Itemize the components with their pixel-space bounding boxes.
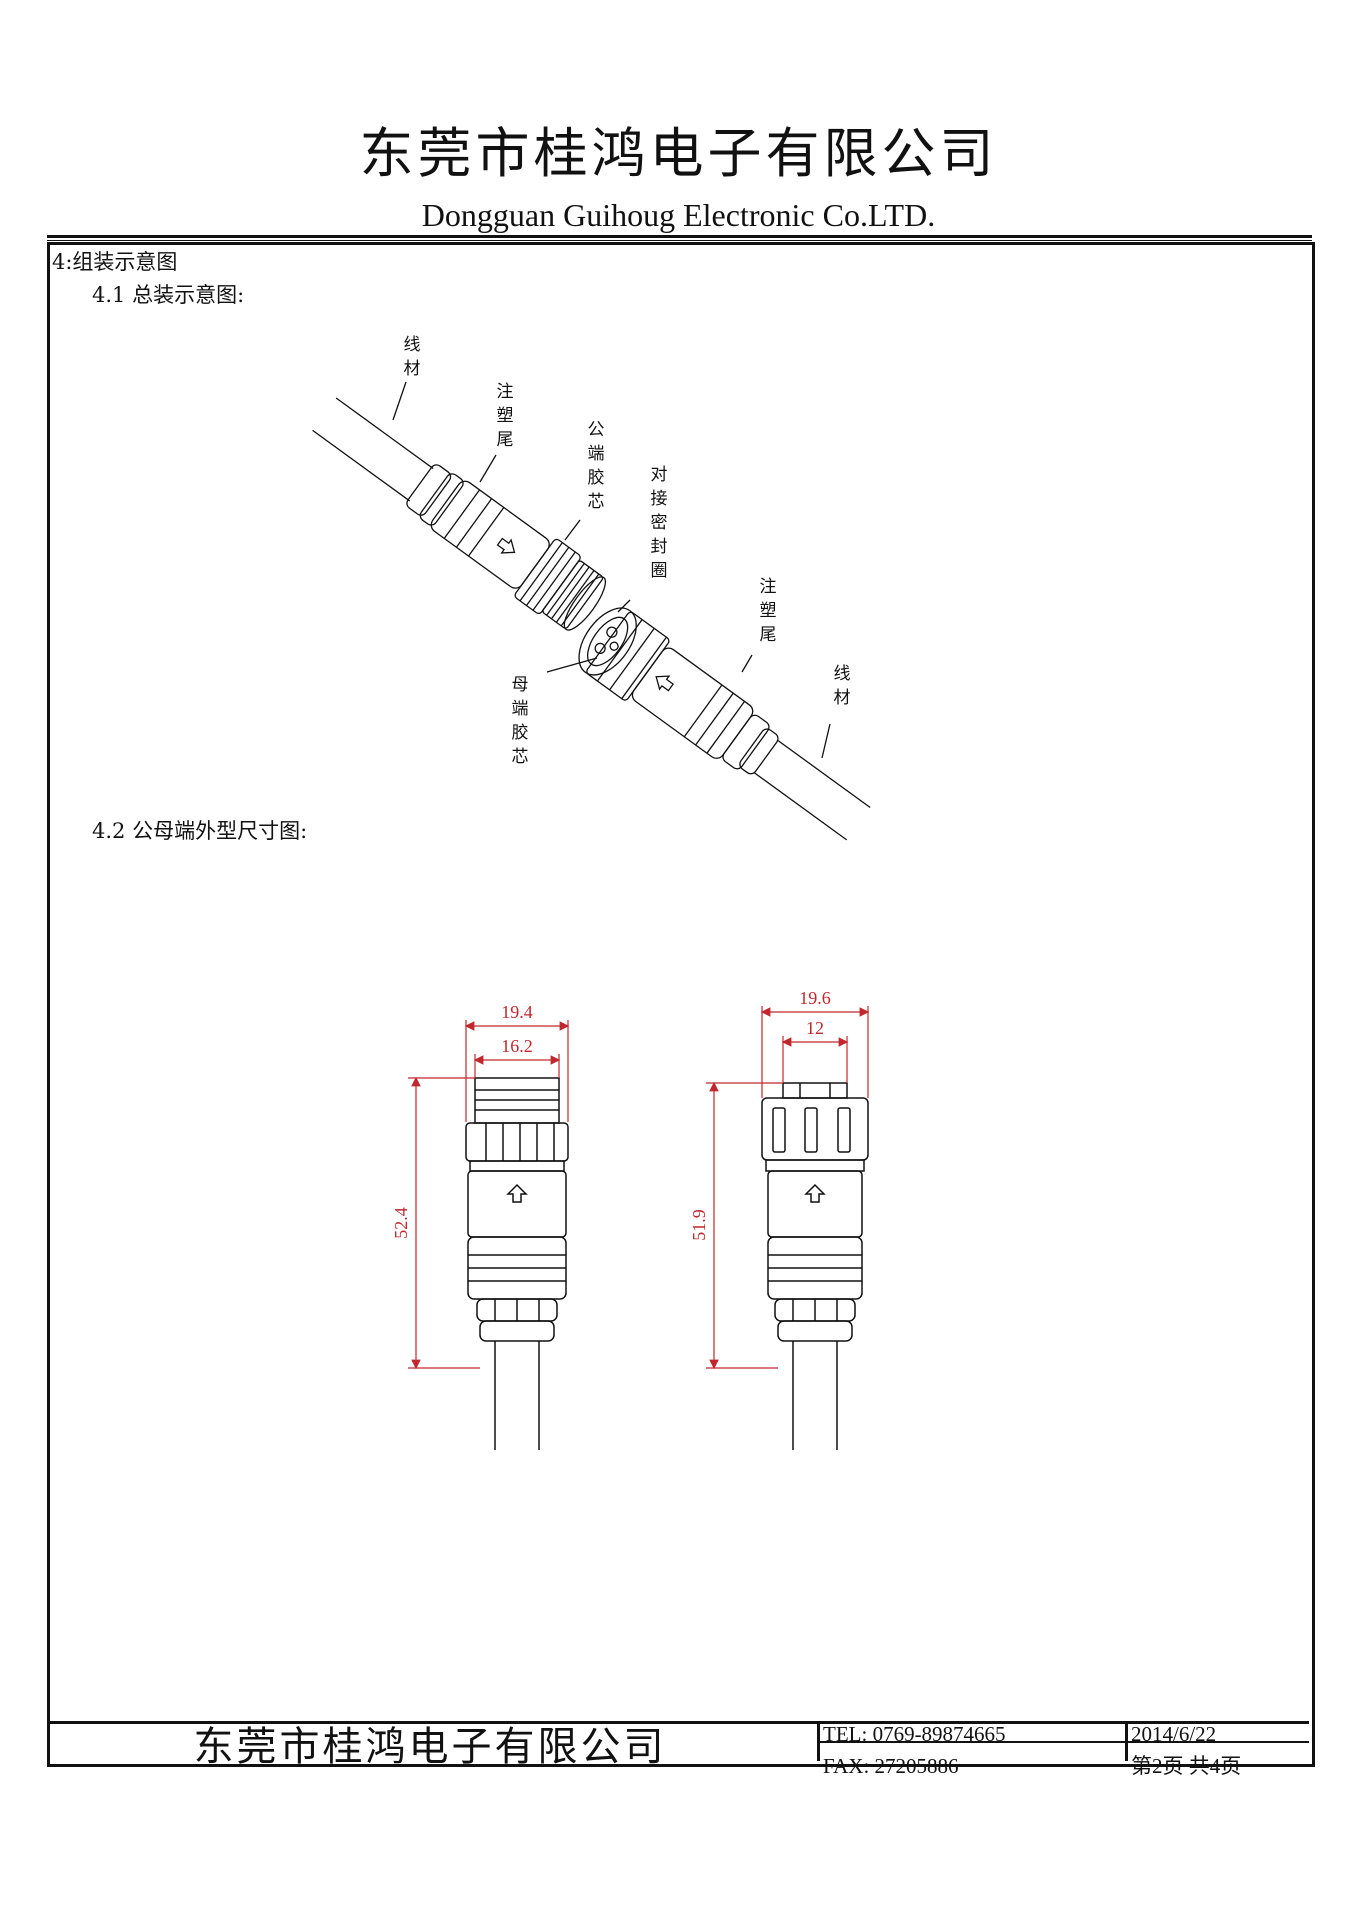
label-female-core: 母端胶芯: [511, 675, 529, 767]
dimension-lines: [408, 1006, 870, 1370]
dim-male-length: 52.4: [391, 1207, 411, 1239]
leader-wire-right: [821, 723, 831, 759]
footer-divider-1: [817, 1721, 820, 1761]
leader-overmold-left: [479, 454, 497, 483]
dim-female-inner-width: 12: [806, 1018, 824, 1038]
female-connector-isometric: [578, 607, 871, 841]
footer-page-number: 第2页 共4页: [1131, 1754, 1242, 1778]
leader-male-core: [564, 519, 581, 541]
header-rule-thick: [47, 235, 1312, 238]
footer-tel: TEL: 0769-89874665: [823, 1722, 1006, 1746]
female-connector-front-view: [761, 1082, 869, 1450]
dim-male-outer-width: 19.4: [501, 1002, 533, 1022]
leader-wire-left: [392, 381, 407, 421]
leader-overmold-right: [741, 654, 753, 673]
footer-company-name: 东莞市桂鸿电子有限公司: [193, 1724, 667, 1770]
footer-date: 2014/6/22: [1131, 1722, 1217, 1746]
male-connector-front-view: [465, 1077, 569, 1450]
dim-female-outer-width: 19.6: [799, 988, 831, 1008]
page-frame: [47, 242, 1315, 1767]
label-overmold-right: 注塑尾: [759, 577, 777, 645]
footer-row-divider: [819, 1741, 1309, 1743]
label-wire-left: 线材: [403, 335, 421, 379]
leader-seal-ring: [617, 599, 631, 613]
label-seal-ring: 对接密封圈: [650, 465, 668, 581]
footer-fax: FAX: 27205886: [823, 1754, 959, 1778]
dim-female-length: 51.9: [689, 1209, 709, 1241]
male-connector-isometric: [312, 397, 607, 631]
label-overmold-left: 注塑尾: [496, 382, 514, 450]
company-english-name: Dongguan Guihoug Electronic Co.LTD.: [421, 197, 936, 233]
subsection-title-assembly: 4.1 总装示意图:: [92, 283, 245, 307]
dim-male-inner-width: 16.2: [501, 1036, 533, 1056]
subsection-title-dimensions: 4.2 公母端外型尺寸图:: [92, 819, 308, 843]
header-rule-thin: [47, 240, 1312, 241]
label-wire-right: 线材: [833, 664, 851, 708]
footer-rule: [50, 1721, 1309, 1724]
label-male-core: 公端胶芯: [587, 420, 605, 512]
section-title: 4:组装示意图: [52, 250, 178, 274]
company-title: 东莞市桂鸿电子有限公司: [359, 122, 998, 185]
